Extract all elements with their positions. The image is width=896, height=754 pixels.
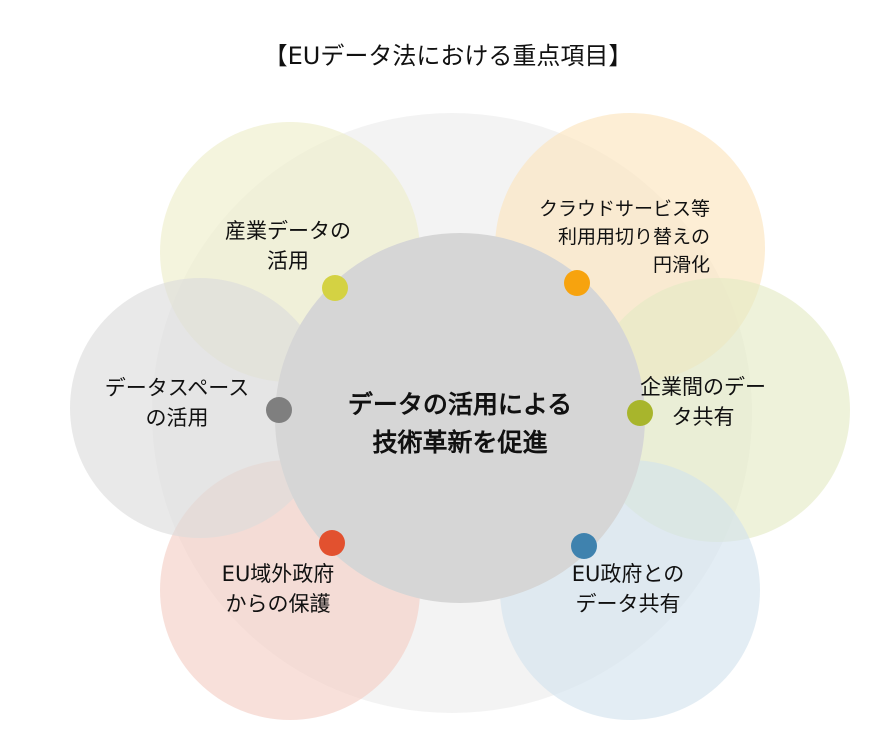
petal-b2b-sharing-label-line: タ共有 (672, 405, 735, 429)
petal-data-spaces-circle (70, 278, 330, 538)
petal-industrial-data-label-line: 活用 (267, 249, 309, 273)
petal-industrial-data-dot (322, 275, 348, 301)
center-label-line: データの活用による (348, 390, 572, 419)
center-label: データの活用による技術革新を促進 (348, 390, 572, 457)
petal-third-country-protection-label-line: からの保護 (226, 592, 331, 616)
petal-third-country-protection-label: EU域外政府からの保護 (222, 562, 335, 616)
petal-cloud-switching-label-line: 利用用切り替えの (558, 226, 710, 248)
petal-industrial-data-label-line: 産業データの (225, 219, 351, 243)
center-disc (275, 233, 645, 603)
diagram-title: 【EUデータ法における重点項目】 (263, 42, 633, 70)
petal-data-spaces-dot (266, 397, 292, 423)
petal-cloud-switching-label-line: クラウドサービス等 (539, 198, 710, 220)
petal-industrial-data-label: 産業データの活用 (225, 219, 351, 273)
petal-gov-sharing-label: EU政府とのデータ共有 (572, 562, 684, 616)
petal-gov-sharing-label-line: EU政府との (572, 562, 684, 586)
petal-third-country-protection-dot (319, 530, 345, 556)
petal-cloud-switching-label-line: 円滑化 (653, 254, 710, 276)
center-label-line: 技術革新を促進 (372, 428, 547, 457)
petal-b2b-sharing-dot (627, 400, 653, 426)
petal-data-spaces-label: データスペースの活用 (105, 376, 249, 430)
petal-third-country-protection-label-line: EU域外政府 (222, 562, 335, 586)
petal-data-spaces-label-line: の活用 (146, 406, 209, 430)
petal-b2b-sharing-label: 企業間のデータ共有 (640, 375, 766, 429)
petal-cloud-switching-label: クラウドサービス等利用用切り替えの円滑化 (539, 198, 710, 276)
petal-b2b-sharing-label-line: 企業間のデー (640, 375, 766, 399)
petal-gov-sharing-dot (571, 533, 597, 559)
petal-cloud-switching-dot (564, 270, 590, 296)
petal-data-spaces-label-line: データスペース (105, 376, 249, 400)
petal-gov-sharing-label-line: データ共有 (576, 592, 681, 616)
